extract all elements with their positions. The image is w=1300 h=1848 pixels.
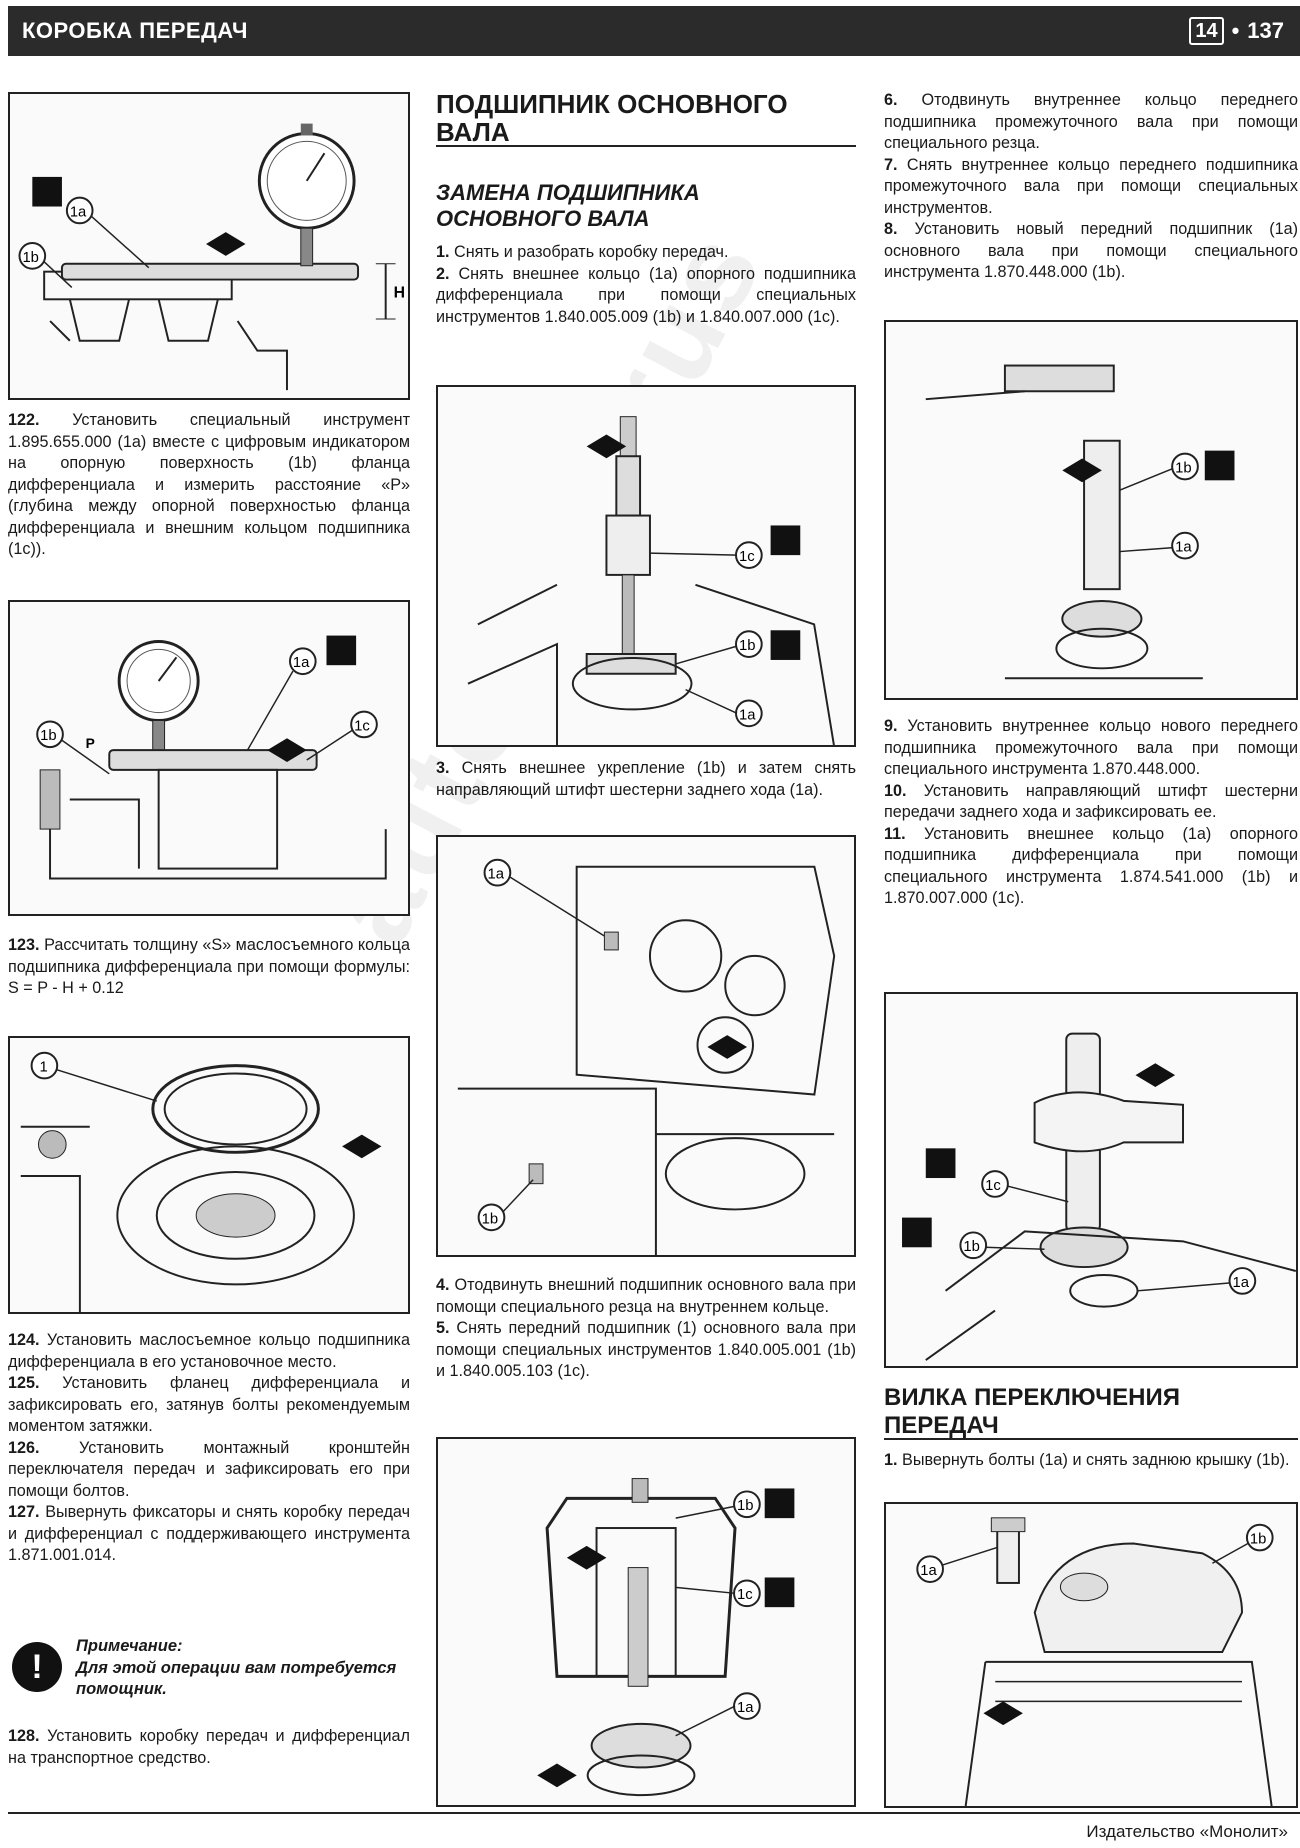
bullet: • xyxy=(1231,18,1240,43)
figure-dial-indicator-h: 1a 1b H xyxy=(8,92,410,400)
step-number: 127. xyxy=(8,1503,40,1521)
label-1b: 1b xyxy=(737,1498,754,1514)
label-1b: 1b xyxy=(739,638,756,654)
figure-puller-outer-ring: 1c 1b 1a xyxy=(436,385,856,747)
label-P: P xyxy=(86,735,95,751)
label-1a: 1a xyxy=(488,867,505,883)
step-text: Установить фланец дифференциала и зафикс… xyxy=(8,1374,410,1435)
figure-front-bearing-puller: 1b 1c 1a xyxy=(436,1437,856,1807)
step-text: Установить внутреннее кольцо нового пере… xyxy=(884,717,1298,778)
label-1b: 1b xyxy=(22,250,38,266)
steps-1-2: 1. Снять и разобрать коробку передач. 2.… xyxy=(436,242,856,328)
label-1a: 1a xyxy=(739,707,756,723)
step-number: 9. xyxy=(884,717,898,735)
heading-rule xyxy=(884,1438,1298,1440)
page-number: 137 xyxy=(1247,18,1284,43)
step-number: 1. xyxy=(884,1451,898,1469)
step-text: Снять передний подшипник (1) основного в… xyxy=(436,1319,856,1380)
step-number: 122. xyxy=(8,411,40,429)
page-number-block: 14 • 137 xyxy=(1189,17,1284,45)
figure-rear-cover-bolts: 1a 1b xyxy=(884,1502,1298,1808)
label-1c: 1c xyxy=(739,549,755,565)
step-number: 128. xyxy=(8,1727,40,1745)
page-header: КОРОБКА ПЕРЕДАЧ 14 • 137 xyxy=(8,6,1300,56)
heading-rule xyxy=(436,145,856,147)
label-1a: 1a xyxy=(1232,1275,1249,1291)
steps-4-5: 4. Отодвинуть внешний подшипник основног… xyxy=(436,1275,856,1383)
label-1c: 1c xyxy=(354,718,370,734)
step-text: Вывернуть фиксаторы и снять коробку пере… xyxy=(8,1503,411,1564)
fork-step-1: 1. Вывернуть болты (1a) и снять заднюю к… xyxy=(884,1450,1298,1472)
step-text: Снять внешнее кольцо (1a) опорного подши… xyxy=(436,264,857,326)
step-3: 3. Снять внешнее укрепление (1b) и затем… xyxy=(436,758,856,801)
step-number: 3. xyxy=(436,759,450,777)
step-text: Установить новый передний подшипник (1a)… xyxy=(884,220,1298,281)
step-text: Рассчитать толщину «S» маслосъемного кол… xyxy=(8,936,410,997)
label-1a: 1a xyxy=(737,1700,754,1716)
label-1b: 1b xyxy=(1175,460,1192,476)
label-1a: 1a xyxy=(1175,540,1192,556)
step-number: 7. xyxy=(884,155,898,174)
step-number: 11. xyxy=(884,824,906,843)
step-text: Отодвинуть внешний подшипник основного в… xyxy=(436,1276,856,1316)
note-text: Примечание: Для этой операции вам потреб… xyxy=(76,1636,410,1701)
steps-6-8: 6. Отодвинуть внутреннее кольцо переднег… xyxy=(884,90,1298,284)
publisher-footer: Издательство «Монолит» xyxy=(1086,1822,1288,1841)
label-1c: 1c xyxy=(985,1178,1001,1194)
step-128: 128. Установить коробку передач и диффер… xyxy=(8,1726,410,1769)
section-heading-main-shaft-bearing: ПОДШИПНИК ОСНОВНОГО ВАЛА xyxy=(436,89,788,147)
note-block: ! Примечание: Для этой операции вам потр… xyxy=(8,1636,410,1702)
step-text: Снять внутреннее кольцо переднего подшип… xyxy=(884,155,1299,217)
step-text: Снять и разобрать коробку передач. xyxy=(454,243,729,261)
label-1: 1 xyxy=(39,1060,47,1076)
step-text: Вывернуть болты (1a) и снять заднюю крыш… xyxy=(902,1451,1290,1469)
label-H: H xyxy=(394,284,405,301)
step-text: Снять внешнее укрепление (1b) и затем сн… xyxy=(436,759,856,799)
figure-reverse-gear-pin: 1a 1b xyxy=(436,835,856,1257)
note-body: Для этой операции вам потребуется помощн… xyxy=(76,1658,397,1699)
label-1a: 1a xyxy=(293,655,310,671)
note-icon: ! xyxy=(12,1642,62,1692)
step-number: 6. xyxy=(884,91,898,109)
step-text: Установить коробку передач и дифференциа… xyxy=(8,1727,410,1767)
subheading-replace-bearing: ЗАМЕНА ПОДШИПНИКА ОСНОВНОГО ВАЛА xyxy=(436,180,700,231)
step-122: 122. Установить специальный инструмент 1… xyxy=(8,410,410,561)
step-123: 123. Рассчитать толщину «S» маслосъемног… xyxy=(8,935,410,1000)
step-text: Установить монтажный кронштейн переключа… xyxy=(8,1438,410,1500)
step-number: 4. xyxy=(436,1276,450,1294)
step-text: Отодвинуть внутреннее кольцо переднего п… xyxy=(884,91,1298,152)
step-number: 1. xyxy=(436,243,450,261)
step-number: 5. xyxy=(436,1319,450,1337)
step-number: 8. xyxy=(884,220,898,238)
section-title: КОРОБКА ПЕРЕДАЧ xyxy=(22,18,248,43)
steps-9-11: 9. Установить внутреннее кольцо нового п… xyxy=(884,716,1298,910)
step-number: 2. xyxy=(436,264,450,283)
label-1b: 1b xyxy=(40,728,56,744)
step-number: 124. xyxy=(8,1331,40,1349)
step-text: Установить специальный инструмент 1.895.… xyxy=(8,411,410,558)
label-1c: 1c xyxy=(737,1587,753,1603)
steps-124-127: 124. Установить маслосъемное кольцо подш… xyxy=(8,1330,410,1567)
step-text: Установить направляющий штифт шестерни п… xyxy=(884,781,1298,822)
step-number: 123. xyxy=(8,936,40,954)
figure-dial-indicator-p: 1a 1b 1c P xyxy=(8,600,410,916)
section-heading-shift-fork: ВИЛКА ПЕРЕКЛЮЧЕНИЯ ПЕРЕДАЧ xyxy=(884,1384,1180,1439)
step-number: 10. xyxy=(884,781,907,800)
figure-bearing-install-hammer: 1b 1a xyxy=(884,320,1298,700)
label-1b: 1b xyxy=(482,1211,499,1227)
chapter-badge: 14 xyxy=(1189,17,1224,45)
step-text: Установить внешнее кольцо (1a) опорного … xyxy=(884,824,1298,908)
note-title: Примечание: xyxy=(76,1637,183,1655)
footer-rule xyxy=(8,1812,1300,1814)
label-1a: 1a xyxy=(920,1563,937,1579)
figure-oil-seal-ring: 1 xyxy=(8,1036,410,1314)
figure-outer-ring-install: 1c 1b 1a xyxy=(884,992,1298,1368)
label-1b: 1b xyxy=(963,1239,980,1255)
step-number: 125. xyxy=(8,1374,40,1392)
step-text: Установить маслосъемное кольцо подшипник… xyxy=(8,1331,410,1371)
label-1b: 1b xyxy=(1250,1531,1266,1547)
label-1a: 1a xyxy=(70,204,87,220)
step-number: 126. xyxy=(8,1438,40,1457)
